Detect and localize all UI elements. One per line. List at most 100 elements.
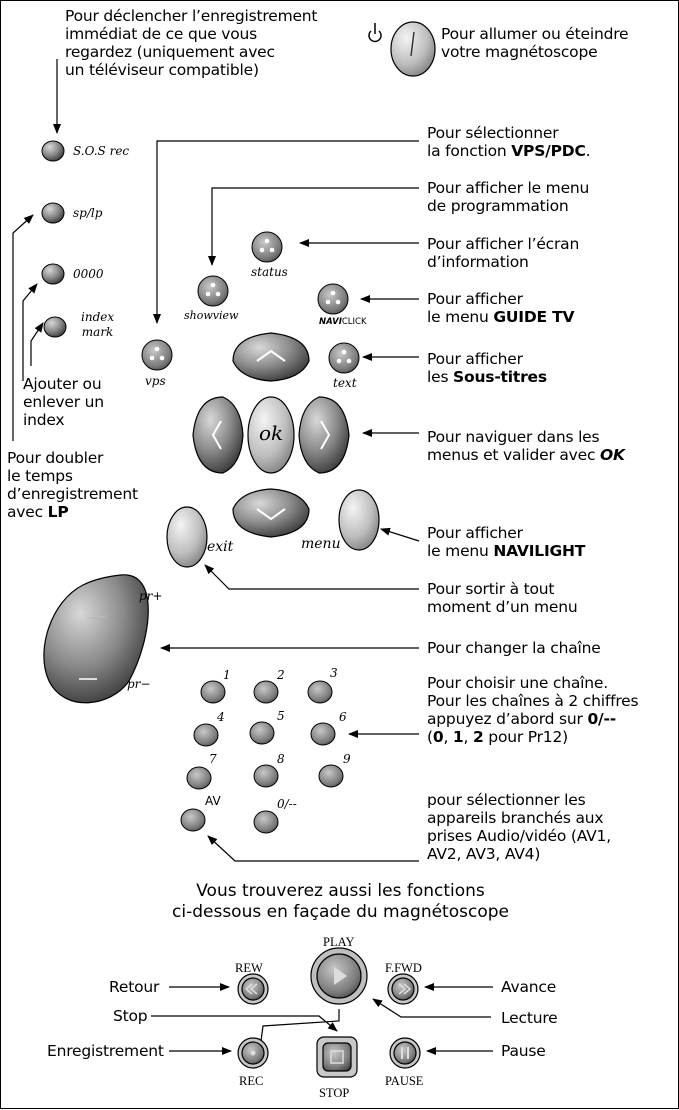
zero-dash-label: 0/-- (277, 797, 297, 811)
ok-label: ok (259, 421, 284, 445)
pause-callout: Pause (501, 1042, 546, 1060)
vps-label: vps (145, 374, 166, 388)
naviclick-button (317, 283, 349, 315)
right-button (298, 396, 350, 474)
av-line (207, 835, 419, 862)
power-icon (368, 30, 382, 43)
pr-plus-label: pr+ (139, 589, 163, 603)
status-button (251, 231, 283, 263)
sos-rec-button (41, 140, 65, 162)
pr-minus-label: pr− (127, 677, 151, 691)
stop-line (151, 1015, 338, 1032)
lecture-callout: Lecture (501, 1009, 558, 1027)
rec-button (237, 1037, 269, 1069)
zeros-button (41, 263, 65, 285)
status-label: status (251, 265, 288, 279)
digit-4-button (193, 723, 219, 747)
rew-label: REW (235, 961, 263, 975)
digit-3-button (307, 680, 333, 704)
naviclick-callout: Pour afficher le menu GUIDE TV (427, 290, 575, 326)
play-label: PLAY (323, 935, 355, 949)
av-label: AV (205, 794, 221, 808)
index-mark-button (43, 316, 67, 338)
vps-callout: Pour sélectionner la fonction VPS/PDC. (427, 124, 591, 160)
naviclick-label: NAVICLICK (319, 317, 367, 327)
menu-button (338, 489, 380, 551)
splp-label: sp/lp (73, 206, 103, 220)
digit-5-button (249, 721, 275, 745)
menu-callout: Pour afficher le menu NAVILIGHT (427, 524, 586, 560)
nav-pad (192, 332, 350, 538)
pause-button (389, 1037, 421, 1069)
av-callout: pour sélectionner les appareils branchés… (427, 791, 611, 863)
digit-1-button (200, 680, 226, 704)
index-line (30, 322, 44, 366)
retour-callout: Retour (109, 978, 160, 996)
digit-9-label: 9 (343, 752, 351, 766)
power-button (368, 21, 436, 77)
digit-9-button (318, 764, 344, 788)
status-callout: Pour afficher l’écran d’information (427, 235, 580, 271)
index-mark-label: index mark (81, 310, 115, 339)
ffwd-button (387, 973, 419, 1005)
menu-line (380, 527, 420, 542)
showview-callout: Pour afficher le menu de programmation (427, 179, 590, 215)
play-button (310, 947, 368, 1005)
digit-7-button (186, 766, 212, 790)
sos-rec-label: S.O.S rec (73, 144, 130, 158)
digit-8-label: 8 (277, 752, 285, 766)
callout-lines (12, 59, 493, 1055)
vps-line (153, 140, 419, 324)
navigate-callout: Pour naviguer dans les menus et valider … (427, 428, 625, 464)
stop-label: STOP (319, 1086, 350, 1100)
rec-label: REC (239, 1074, 264, 1088)
front-panel-title: Vous trouverez aussi les fonctions ci-de… (172, 881, 509, 922)
digit-2-label: 2 (277, 668, 285, 682)
ok-button (247, 396, 295, 474)
index-callout: Ajouter ou enlever un index (23, 375, 104, 429)
text-button (328, 342, 360, 374)
av-button (180, 808, 206, 832)
vps-button (141, 339, 173, 371)
sos-rec-callout: Pour déclencher l’enregistrement immédia… (65, 7, 318, 79)
down-button (232, 488, 310, 538)
avance-callout: Avance (501, 978, 557, 996)
ffwd-label: F.FWD (385, 961, 422, 975)
menu-label: menu (301, 536, 341, 552)
program-button (43, 574, 149, 704)
splp-line (12, 214, 34, 441)
exit-callout: Pour sortir à tout moment d’un menu (427, 580, 578, 616)
left-button (192, 396, 244, 474)
left-buttons (41, 140, 67, 338)
showview-label: showview (184, 309, 239, 322)
stop-callout: Stop (113, 1007, 148, 1025)
digit-5-label: 5 (277, 709, 285, 723)
channel-callout: Pour changer la chaîne (427, 639, 601, 657)
showview-line (208, 187, 419, 266)
exit-label: exit (207, 539, 234, 555)
stop-button (316, 1036, 358, 1078)
exit-line (204, 564, 419, 590)
text-label: text (333, 376, 357, 390)
zero-dash-button (253, 810, 279, 834)
rec-bracket (260, 1009, 340, 1042)
splp-callout: Pour doubler le temps d’enregistrement a… (7, 449, 138, 521)
digit-4-label: 4 (217, 710, 225, 724)
showview-button (197, 275, 229, 307)
pause-label: PAUSE (385, 1074, 424, 1088)
text-callout: Pour afficher les Sous-titres (427, 350, 547, 386)
digit-8-button (253, 764, 279, 788)
dot-buttons (141, 231, 360, 374)
digit-2-button (253, 680, 279, 704)
digit-6-button (310, 722, 336, 746)
digit-buttons (180, 680, 344, 834)
lecture-line (372, 998, 491, 1018)
up-button (232, 332, 310, 382)
digit-7-label: 7 (209, 752, 217, 766)
digit-3-label: 3 (330, 666, 338, 680)
enregistrement-callout: Enregistrement (47, 1042, 164, 1060)
front-panel-buttons (237, 947, 421, 1078)
digits-callout: Pour choisir une chaîne. Pour les chaîne… (427, 674, 639, 746)
